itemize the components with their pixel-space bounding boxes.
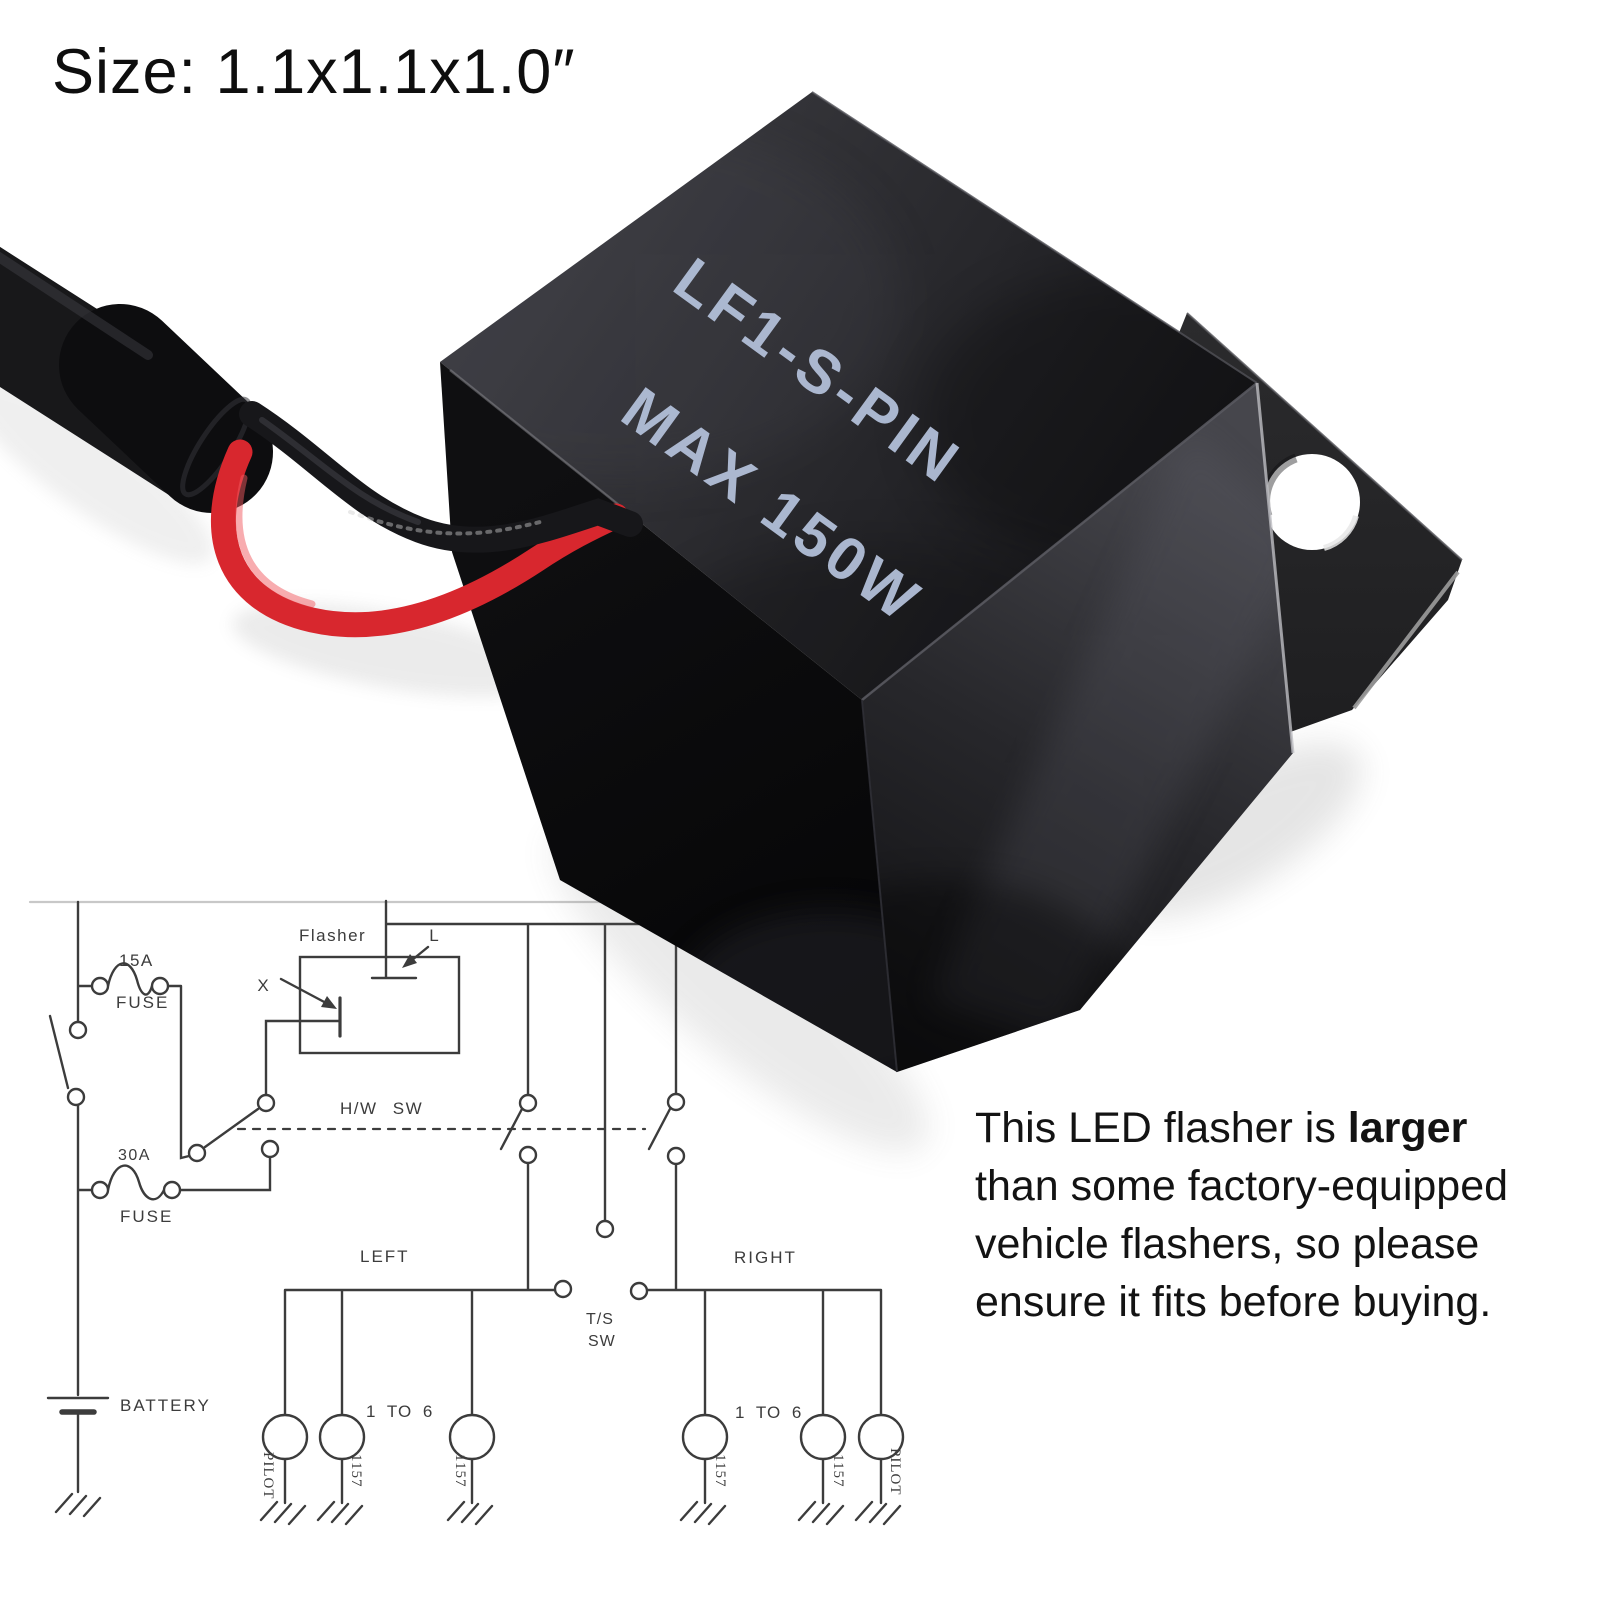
cube-right-vertical-arris xyxy=(1255,382,1295,754)
left-bulb-count-label: 1 TO 6 xyxy=(366,1402,433,1421)
tab-top-edge xyxy=(1186,312,1463,561)
sleeve-highlight xyxy=(0,251,153,360)
wiring-diagram: 15A FUSE 30A FUSE Flasher X L H/W SW LEF… xyxy=(28,899,905,1526)
fuse-symbols xyxy=(106,962,166,1201)
bulb-symbol xyxy=(318,1413,366,1461)
bulb-symbol xyxy=(857,1413,905,1461)
fitment-note-line: ensure it fits before buying. xyxy=(975,1278,1492,1326)
fitment-note: This LED flasher is larger than some fac… xyxy=(975,1099,1595,1331)
ground-symbols xyxy=(54,1492,902,1526)
hazard-switch-label: H/W SW xyxy=(340,1099,423,1118)
flasher-box xyxy=(298,955,461,1055)
right-side-label: RIGHT xyxy=(734,1248,797,1267)
fitment-note-line: This LED flasher is larger xyxy=(975,1099,1595,1157)
wires xyxy=(210,401,643,638)
bulb-type-label: 1157 xyxy=(830,1454,846,1487)
relay-cube: LF1-S-PIN MAX 150W xyxy=(440,91,1295,1073)
terminal-x-label: X xyxy=(257,976,268,995)
relay-photo: LF1-S-PIN MAX 150W xyxy=(0,91,1463,1152)
cable-sleeve xyxy=(0,246,273,513)
left-side-label: LEFT xyxy=(360,1247,410,1266)
black-wire-sheen xyxy=(259,417,421,525)
red-wire xyxy=(210,439,629,638)
arrowheads xyxy=(321,954,417,1009)
bulb-symbol xyxy=(799,1413,847,1461)
bulb-symbol xyxy=(261,1413,309,1461)
battery-label: BATTERY xyxy=(120,1396,211,1415)
right-bulb-count-label: 1 TO 6 xyxy=(735,1403,802,1422)
bulb-symbol xyxy=(681,1413,729,1461)
bulb-type-label: 1157 xyxy=(452,1454,468,1487)
bulb-type-label: PILOT xyxy=(887,1448,903,1496)
black-wire-lettering xyxy=(348,510,542,536)
terminal-l-label: L xyxy=(429,926,438,945)
bulb-type-label: 1157 xyxy=(348,1454,364,1487)
fuse-30a-word: FUSE xyxy=(120,1207,173,1226)
bulb-symbols xyxy=(261,1413,905,1461)
right-face-shading xyxy=(862,430,1293,1072)
fitment-note-line: than some factory-equipped xyxy=(975,1162,1509,1210)
cube-top-right-arris xyxy=(811,91,1258,384)
flasher-label: Flasher xyxy=(299,926,366,945)
hole-rim-highlight xyxy=(1323,515,1359,551)
cube-front-corner-edge xyxy=(861,699,898,1073)
diagram-labels: 15A FUSE 30A FUSE Flasher X L H/W SW LEF… xyxy=(116,926,903,1500)
bulb-type-label: 1157 xyxy=(712,1454,728,1487)
turn-signal-switch-label-1: T/S xyxy=(586,1311,614,1328)
tab-mounting-hole xyxy=(1264,454,1360,550)
fitment-note-line: vehicle flashers, so please xyxy=(975,1220,1480,1268)
cube-front-right-arris xyxy=(861,382,1258,701)
size-dimensions-label: Size: 1.1x1.1x1.0″ xyxy=(52,37,576,107)
sleeve-shrink-section xyxy=(59,304,273,513)
turn-signal-switch-label-2: SW xyxy=(588,1333,616,1350)
tab-edge-highlight xyxy=(1352,570,1460,710)
bulb-type-label: PILOT xyxy=(260,1452,276,1500)
cube-front-left-lip-edge xyxy=(449,369,641,523)
note-text: This LED flasher is xyxy=(975,1104,1348,1152)
note-text-bold: larger xyxy=(1347,1104,1468,1152)
fuse-15a-amp-label: 15A xyxy=(119,951,154,970)
contact-circles xyxy=(66,976,686,1301)
fuse-30a-amp-label: 30A xyxy=(118,1147,151,1164)
bulb-symbol xyxy=(448,1413,496,1461)
red-wire-highlight xyxy=(235,474,316,608)
fuse-15a-word: FUSE xyxy=(116,993,169,1012)
